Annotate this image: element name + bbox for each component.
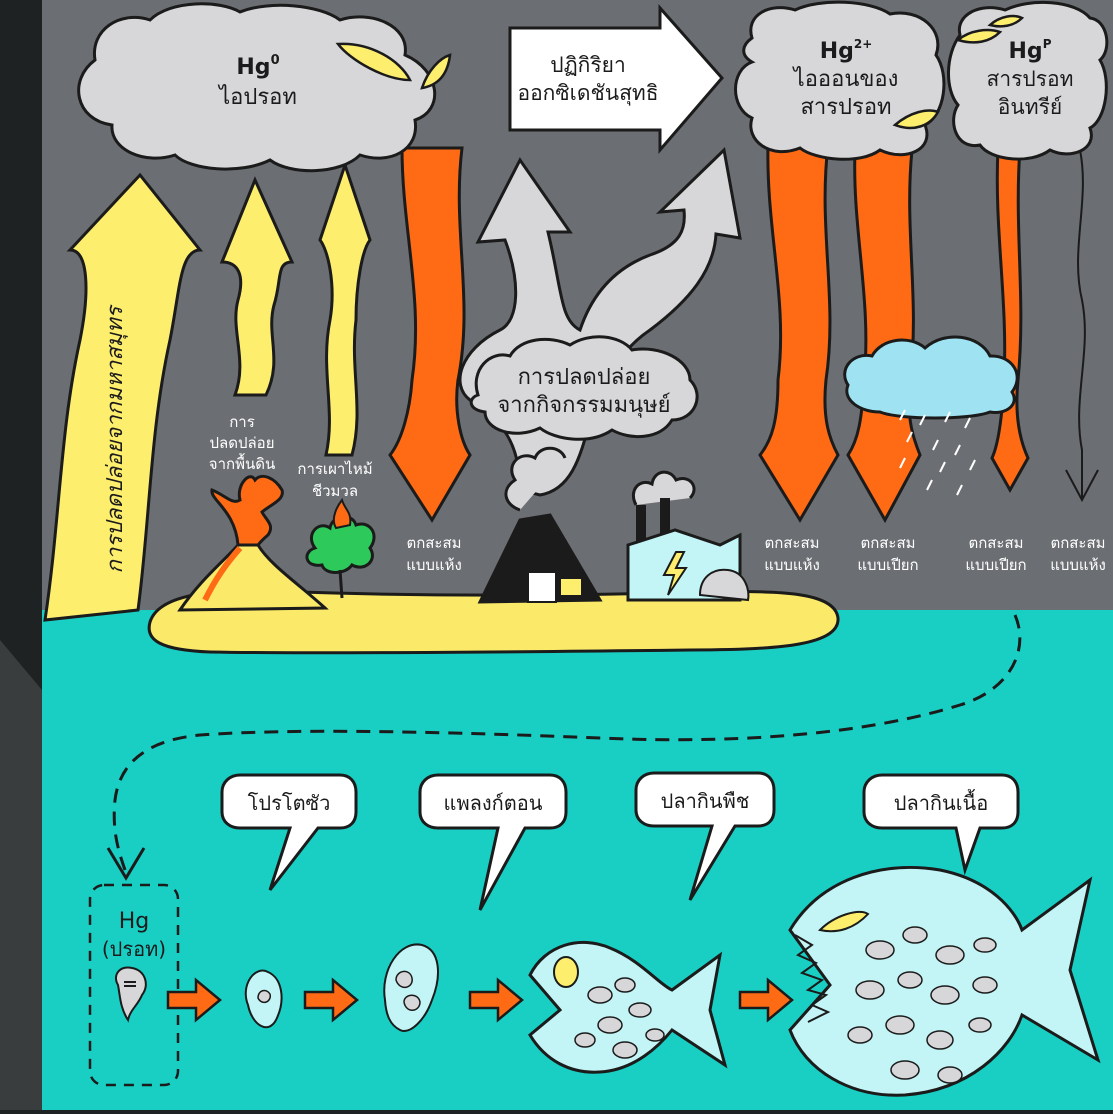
- hgp-label-line1: สารปรอท: [987, 67, 1074, 91]
- wet-deposition-label-1-line1: ตกสะสม: [860, 534, 915, 552]
- biomass-label-line1: การเผาไหม้: [297, 460, 372, 478]
- bubble-label-carnivore: ปลากินเนื้อ: [894, 789, 988, 815]
- soil-emission-label-line3: จากพื้นดิน: [209, 453, 275, 473]
- dry-deposition-label-2-line1: ตกสะสม: [764, 534, 819, 552]
- bubble-label-protozoa: โปรโตซัว: [248, 791, 331, 815]
- ocean-emission-label: การปลดปล่อยจากมหาสมุทร: [103, 303, 128, 573]
- dry-deposition-label-2-line2: แบบแห้ง: [764, 556, 820, 574]
- bubble-label-herbivore: ปลากินพืช: [661, 789, 750, 813]
- wet-deposition-label-2-line1: ตกสะสม: [968, 534, 1023, 552]
- wet-deposition-label-2-line2: แบบเปียก: [965, 556, 1026, 574]
- mine-cart-icon: [560, 578, 582, 596]
- dry-deposition-label-3-line1: ตกสะสม: [1050, 534, 1105, 552]
- hg0-label: ไอปรอท: [217, 84, 297, 110]
- hg-start-symbol: Hg: [119, 909, 150, 934]
- plankton-cell: [396, 971, 412, 987]
- oxidation-label-line1: ปฏิกิริยา: [550, 53, 626, 77]
- hgp-label-line2: อินทรีย์: [998, 95, 1062, 119]
- dry-deposition-label-3-line2: แบบแห้ง: [1050, 556, 1106, 574]
- dry-deposition-label-1-line2: แบบแห้ง: [406, 556, 462, 574]
- human-emission-label-line2: จากกิจกรรมมนุษย์: [497, 393, 670, 418]
- hg2-label-line1: ไอออนของ: [792, 66, 899, 92]
- hg-start-label: (ปรอท): [102, 937, 166, 961]
- dry-deposition-label-1-line1: ตกสะสม: [406, 534, 461, 552]
- herbivore-fish-eye: [554, 957, 578, 987]
- mine-entrance: [528, 572, 556, 602]
- soil-emission-label-line1: การ: [229, 413, 255, 431]
- oxidation-label-line2: ออกซิเดชันสุทธิ: [517, 81, 658, 106]
- hg2-label-line2: สารปรอท: [800, 95, 891, 120]
- soil-emission-label-line2: ปลดปล่อย: [210, 434, 275, 452]
- biomass-label-line2: ชีวมวล: [312, 482, 358, 500]
- protozoa-nucleus: [258, 991, 270, 1003]
- human-emission-label-line1: การปลดปล่อย: [518, 365, 651, 390]
- bubble-label-plankton: แพลงก์ตอน: [444, 791, 543, 815]
- bush-stem: [340, 570, 342, 598]
- left-strip-shadow: [0, 640, 42, 1110]
- plankton-cell: [404, 995, 420, 1010]
- wet-deposition-label-1-line2: แบบเปียก: [857, 556, 918, 574]
